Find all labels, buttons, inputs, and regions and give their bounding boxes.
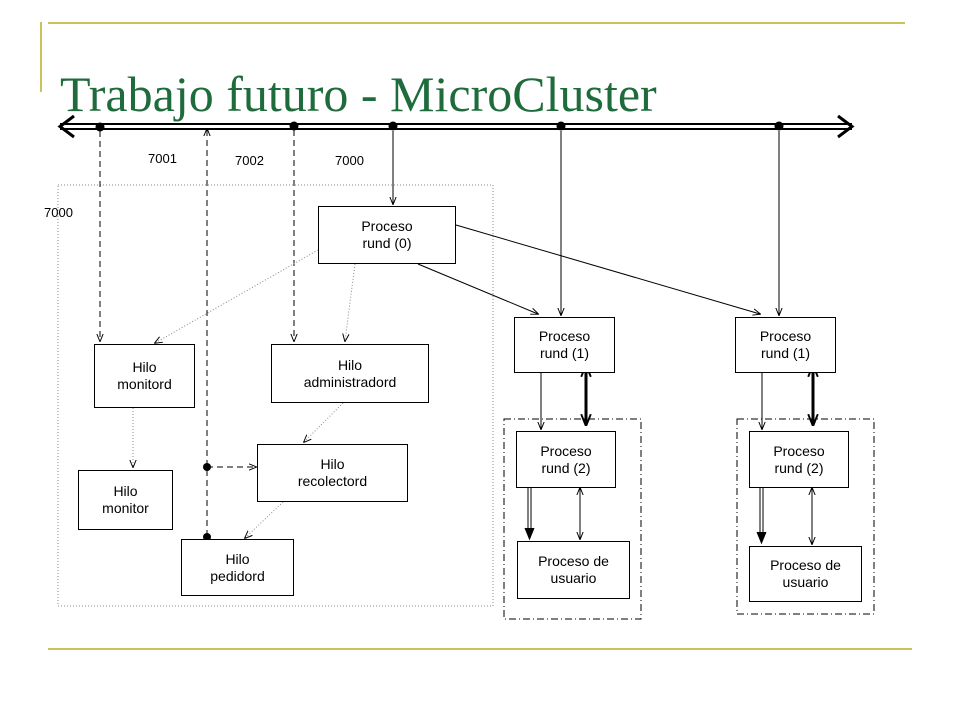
heavy-links [586,366,813,425]
node1-rund1-box: Proceso rund (1) [514,317,615,373]
node0-boundary [57,184,494,607]
node2-boundary [736,418,875,615]
monitor-thread-box: Hilo monitor [78,470,173,530]
box-line-1: Hilo [225,550,250,567]
port-label-7001: 7001 [148,151,177,166]
port-label-7002: 7002 [235,153,264,168]
rund0-process-box: Proceso rund (0) [318,206,456,264]
node2-user-process-box: Proceso de usuario [749,546,862,602]
box-line-2: usuario [782,574,829,590]
thread-spawns [133,249,356,538]
box-line-2: monitor [102,500,149,516]
box-line-2: rund (2) [541,459,591,476]
box-line-1: Proceso [538,328,591,344]
box-line-2: monitord [117,376,172,392]
recolectord-thread-box: Hilo recolectord [257,444,408,502]
process-links [393,131,812,544]
box-line-2: rund (0) [362,235,412,251]
spawn-user-links [524,484,767,545]
box-line-1: Proceso de [538,553,609,569]
box-line-2: rund (2) [774,459,824,476]
monitord-thread-box: Hilo monitord [94,344,195,408]
box-line-1: Proceso [540,442,592,459]
box-line-2: usuario [550,570,597,586]
bottom-rule [48,648,912,650]
box-line-1: Proceso [759,328,812,344]
box-line-2: pedidord [210,567,265,584]
administradord-thread-box: Hilo administradord [271,344,429,403]
node1-rund2-box: Proceso rund (2) [516,431,616,488]
node1-user-process-box: Proceso de usuario [517,541,630,599]
slide-title: Trabajo futuro - MicroCluster [60,66,657,122]
box-line-2: administradord [303,373,397,390]
port-label-7000-top: 7000 [335,153,364,168]
box-line-1: Proceso de [770,557,841,573]
box-line-1: Hilo [337,356,363,373]
network-bus [57,114,855,139]
top-rule [48,22,905,24]
node2-rund1-box: Proceso rund (1) [735,317,836,373]
pedidord-thread-box: Hilo pedidord [181,539,294,596]
box-line-1: Hilo [113,483,138,499]
box-line-1: Proceso [361,218,413,234]
box-line-2: rund (1) [539,345,590,361]
left-rule [40,22,42,92]
box-line-1: Hilo [132,359,157,375]
node2-rund2-box: Proceso rund (2) [749,431,849,488]
node1-boundary [503,418,642,620]
box-line-2: rund (1) [760,345,811,361]
port-label-7000-left: 7000 [44,205,73,220]
box-line-1: Proceso [773,442,825,459]
box-line-1: Hilo [320,456,345,472]
box-line-2: recolectord [297,473,368,489]
